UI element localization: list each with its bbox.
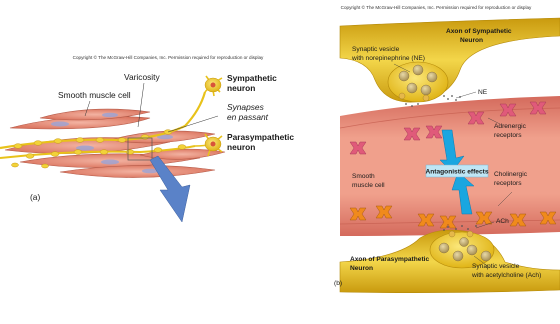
cholinergic-label-2: receptors	[494, 180, 522, 187]
panel-b-copyright: Copyright © The McGraw-Hill Companies, I…	[341, 4, 532, 10]
smooth-muscle-label: Smooth muscle cell	[58, 90, 131, 100]
axon-symp-label-2: Neuron	[460, 37, 483, 44]
smooth-label-1: Smooth	[352, 173, 375, 180]
smooth-label-2: muscle cell	[352, 182, 385, 189]
ne-label: NE	[478, 89, 488, 96]
adrenergic-label-1: Adrenergic	[494, 123, 527, 130]
adrenergic-label-2: receptors	[494, 132, 522, 139]
panel-a: Copyright © The McGraw-Hill Companies, I…	[0, 54, 294, 222]
sympathetic-label-2: neuron	[227, 83, 255, 93]
antagonistic-label: Antagonistic effects	[425, 169, 488, 176]
cholinergic-label-1: Cholinergic	[494, 171, 528, 178]
synapses-label-2: en passant	[227, 112, 269, 122]
parasympathetic-label-2: neuron	[227, 142, 255, 152]
axon-para-label-2: Neuron	[350, 265, 373, 272]
ach-label: ACh	[496, 218, 509, 225]
parasympathetic-label-1: Parasympathetic	[227, 132, 294, 142]
varicosity-label: Varicosity	[124, 72, 160, 82]
synapses-label-1: Synapses	[227, 102, 265, 112]
vesicle-ach-label-2: with acetylcholine (Ach)	[471, 272, 541, 279]
panel-b: Copyright © The McGraw-Hill Companies, I…	[334, 4, 560, 293]
panel-a-letter: (a)	[30, 192, 40, 202]
axon-symp-label-1: Axon of Sympathetic	[446, 28, 512, 35]
axon-para-label-1: Axon of Parasympathetic	[350, 256, 429, 263]
synapses-leader	[168, 116, 218, 132]
vesicle-ach-label-1: Synaptic vesicle	[472, 263, 520, 270]
panel-b-letter: (b)	[334, 280, 342, 287]
sympathetic-label-1: Sympathetic	[227, 73, 277, 83]
sympathetic-neuron	[205, 76, 222, 96]
vesicle-ne-label-2: with norepinephrine (NE)	[351, 55, 425, 62]
vesicle-ne-label-1: Synaptic vesicle	[352, 46, 400, 53]
panel-a-copyright: Copyright © The McGraw-Hill Companies, I…	[73, 54, 264, 60]
